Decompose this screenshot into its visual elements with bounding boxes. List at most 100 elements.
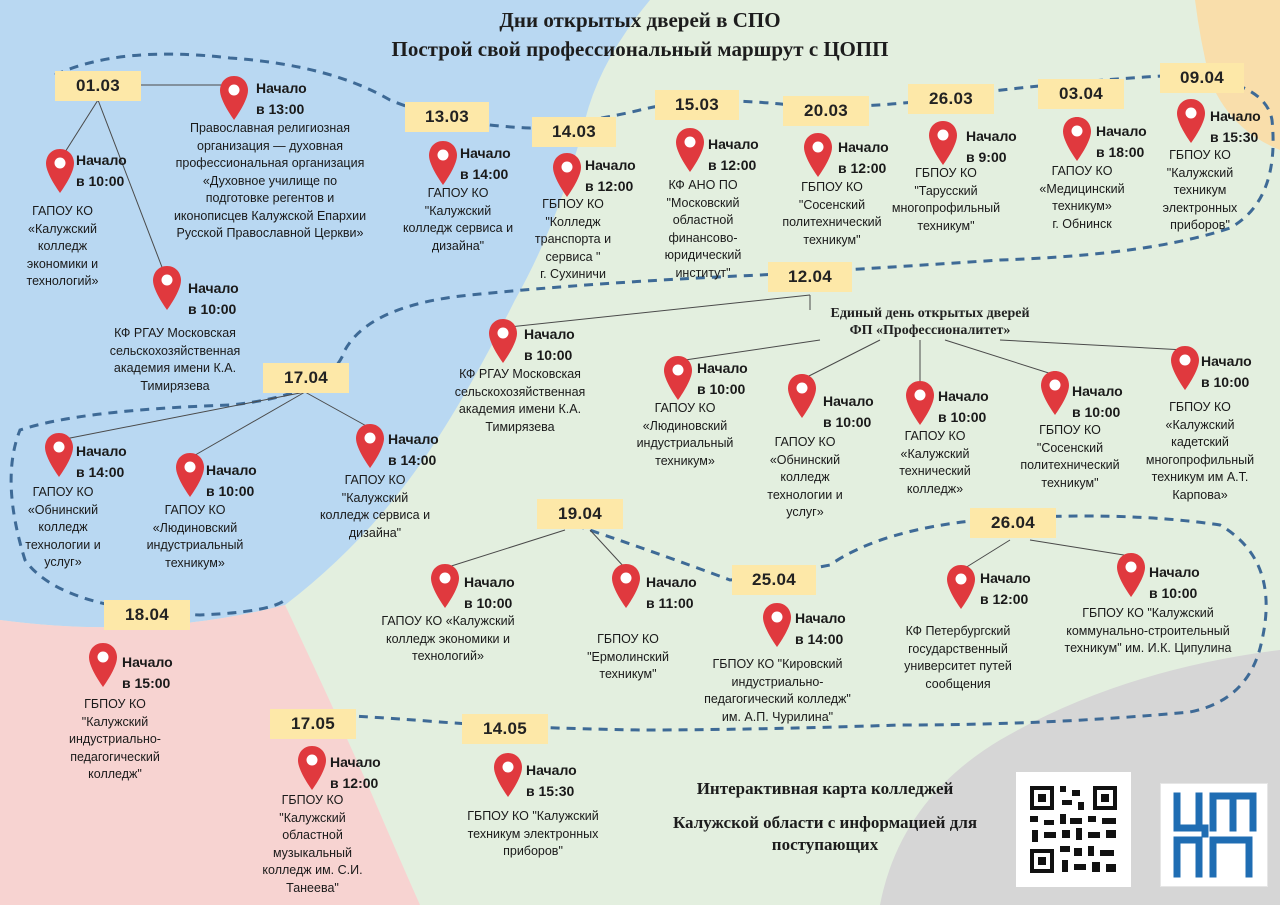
date-label: 26.03 bbox=[908, 84, 994, 114]
event-institution: ГБПОУ КО "Калужский областной музыкальны… bbox=[262, 793, 363, 895]
event-time: в 10:00 bbox=[1201, 374, 1250, 390]
date-label: 26.04 bbox=[970, 508, 1056, 538]
date-label: 14.03 bbox=[532, 117, 616, 147]
event-institution: ГАПОУ КО «Людиновский индустриальный тех… bbox=[146, 503, 244, 570]
event-start-time: Начало в 10:00 bbox=[1149, 562, 1200, 604]
location-pin-icon bbox=[1170, 345, 1200, 391]
event-start-time: Начало в 15:00 bbox=[122, 652, 173, 694]
event-start-label: Начало bbox=[1072, 383, 1123, 399]
location-pin-icon bbox=[175, 452, 205, 498]
location-pin-icon bbox=[44, 432, 74, 478]
event-time: в 15:30 bbox=[1210, 129, 1259, 145]
event-start-label: Начало bbox=[1210, 108, 1261, 124]
event-institution: ГАПОУ КО "Калужский колледж сервиса и ди… bbox=[319, 473, 431, 540]
event-time: в 14:00 bbox=[76, 464, 125, 480]
event-institution: ГБПОУ КО "Колледж транспорта и сервиса "… bbox=[534, 197, 612, 281]
location-pin-icon bbox=[45, 148, 75, 194]
event-institution: КФ Петербургский государственный универс… bbox=[904, 624, 1012, 691]
event-institution: ГБПОУ КО "Калужский техникум электронных… bbox=[467, 809, 599, 858]
event-time: в 14:00 bbox=[795, 631, 844, 647]
location-pin-icon bbox=[88, 642, 118, 688]
event-institution: ГАПОУ КО «Обнинский колледж технологии и… bbox=[767, 435, 843, 519]
location-pin-icon bbox=[552, 152, 582, 198]
event-start-label: Начало bbox=[1149, 564, 1200, 580]
location-pin-icon bbox=[1062, 116, 1092, 162]
date-label: 18.04 bbox=[104, 600, 190, 630]
event-start-label: Начало bbox=[966, 128, 1017, 144]
event-start-label: Начало bbox=[76, 152, 127, 168]
location-pin-icon bbox=[493, 752, 523, 798]
location-pin-icon bbox=[297, 745, 327, 791]
event-institution: ГАПОУ КО «Медицинский техникум» г. Обнин… bbox=[1039, 164, 1125, 231]
date-label: 03.04 bbox=[1038, 79, 1124, 109]
event-time: в 15:00 bbox=[122, 675, 171, 691]
event-start-label: Начало bbox=[795, 610, 846, 626]
event-institution: Православная религиозная организация — д… bbox=[173, 121, 367, 240]
event-start-label: Начало bbox=[1096, 123, 1147, 139]
event-start-label: Начало bbox=[823, 393, 874, 409]
date-label: 17.04 bbox=[263, 363, 349, 393]
event-institution: КФ РГАУ Московская сельскохозяйственная … bbox=[109, 326, 241, 393]
event-time: в 10:00 bbox=[1149, 585, 1198, 601]
event-institution: ГБПОУ КО "Калужский индустриально- педаг… bbox=[69, 697, 161, 781]
date-label: 25.04 bbox=[732, 565, 816, 595]
page-title: Дни открытых дверей в СПО bbox=[499, 8, 781, 32]
event-start-label: Начало bbox=[1201, 353, 1252, 369]
page-subtitle: Построй свой профессиональный маршрут с … bbox=[391, 37, 889, 61]
copp-logo-icon bbox=[1160, 783, 1268, 887]
location-pin-icon bbox=[905, 380, 935, 426]
event-start-time: Начало в 10:00 bbox=[1072, 381, 1123, 423]
footer-line-3: поступающих bbox=[771, 835, 879, 854]
event-start-time: Начало в 14:00 bbox=[795, 608, 846, 650]
location-pin-icon bbox=[803, 132, 833, 178]
event-time: в 10:00 bbox=[938, 409, 987, 425]
location-pin-icon bbox=[663, 355, 693, 401]
location-pin-icon bbox=[355, 423, 385, 469]
event-start-label: Начало bbox=[330, 754, 381, 770]
event-start-label: Начало bbox=[697, 360, 748, 376]
event-start-label: Начало bbox=[526, 762, 577, 778]
event-start-label: Начало bbox=[585, 157, 636, 173]
location-pin-icon bbox=[787, 373, 817, 419]
event-time: в 18:00 bbox=[1096, 144, 1145, 160]
location-pin-icon bbox=[611, 563, 641, 609]
event-start-label: Начало bbox=[256, 80, 307, 96]
date-label: 15.03 bbox=[655, 90, 739, 120]
event-time: в 10:00 bbox=[206, 483, 255, 499]
qr-code-icon[interactable] bbox=[1016, 772, 1131, 887]
event-institution: ГАПОУ КО «Обнинский колледж технологии и… bbox=[25, 485, 101, 569]
event-time: в 10:00 bbox=[1072, 404, 1121, 420]
special-event-line1: Единый день открытых дверей bbox=[830, 306, 1030, 321]
event-start-time: Начало в 10:00 bbox=[938, 386, 989, 428]
bg-blue-region bbox=[0, 0, 650, 628]
event-start-label: Начало bbox=[646, 574, 697, 590]
date-label: 19.04 bbox=[537, 499, 623, 529]
event-start-label: Начало bbox=[122, 654, 173, 670]
special-event-title: Единый день открытых дверей ФП «Професси… bbox=[810, 305, 1050, 339]
event-institution: КФ РГАУ Московская сельскохозяйственная … bbox=[454, 367, 586, 434]
event-institution: КФ АНО ПО "Московский областной финансов… bbox=[664, 178, 742, 280]
location-pin-icon bbox=[219, 75, 249, 121]
event-time: в 12:00 bbox=[838, 160, 887, 176]
event-institution: ГБПОУ КО "Тарусский многопрофильный техн… bbox=[891, 166, 1001, 233]
event-start-label: Начало bbox=[938, 388, 989, 404]
date-label: 14.05 bbox=[462, 714, 548, 744]
location-pin-icon bbox=[430, 563, 460, 609]
event-institution: ГБПОУ КО "Кировский индустриально- педаг… bbox=[704, 657, 851, 724]
event-start-label: Начало bbox=[464, 574, 515, 590]
